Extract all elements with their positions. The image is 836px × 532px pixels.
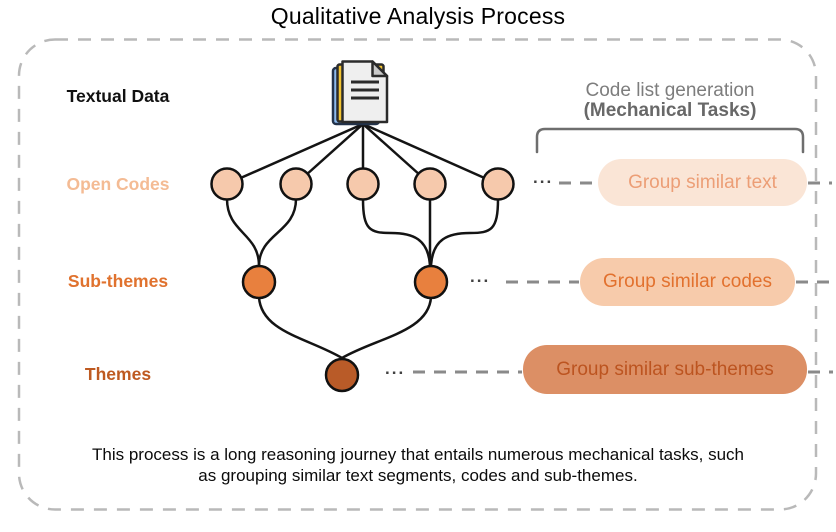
- bracket: [535, 127, 805, 154]
- annotation-line-1: Code list generation: [585, 80, 755, 101]
- row-label-textual-data: Textual Data: [66, 86, 170, 106]
- row-label-themes: Themes: [84, 364, 152, 384]
- sub-theme-nodes: [241, 264, 449, 300]
- task-group-similar-text: Group similar text: [598, 159, 807, 206]
- dashed-connectors: [413, 181, 834, 374]
- annotation-line-2: (Mechanical Tasks): [583, 100, 757, 121]
- open-code-node: [481, 167, 515, 201]
- dashed-border: [17, 38, 818, 511]
- ellipsis-sub-themes: ...: [470, 267, 491, 286]
- open-code-node: [346, 167, 380, 201]
- task-group-similar-codes: Group similar codes: [580, 258, 795, 306]
- ellipsis-themes: ...: [385, 359, 406, 378]
- caption-line-1: This process is a long reasoning journey…: [91, 445, 744, 464]
- open-code-nodes: [210, 167, 515, 201]
- row-label-sub-themes: Sub-themes: [67, 271, 169, 291]
- page-title: Qualitative Analysis Process: [270, 3, 566, 29]
- open-code-node: [413, 167, 447, 201]
- task-group-similar-sub-themes: Group similar sub-themes: [523, 345, 807, 394]
- tree-edges-merge: [225, 197, 500, 360]
- theme-node: [324, 357, 360, 393]
- documents-icon: [331, 60, 389, 126]
- ellipsis-open-codes: ...: [533, 168, 554, 187]
- caption: This process is a long reasoning journey…: [0, 445, 836, 486]
- sub-theme-node: [413, 264, 449, 300]
- open-code-node: [210, 167, 244, 201]
- caption-line-2: as grouping similar text segments, codes…: [198, 465, 638, 485]
- row-label-open-codes: Open Codes: [66, 174, 170, 194]
- sub-theme-node: [241, 264, 277, 300]
- open-code-node: [279, 167, 313, 201]
